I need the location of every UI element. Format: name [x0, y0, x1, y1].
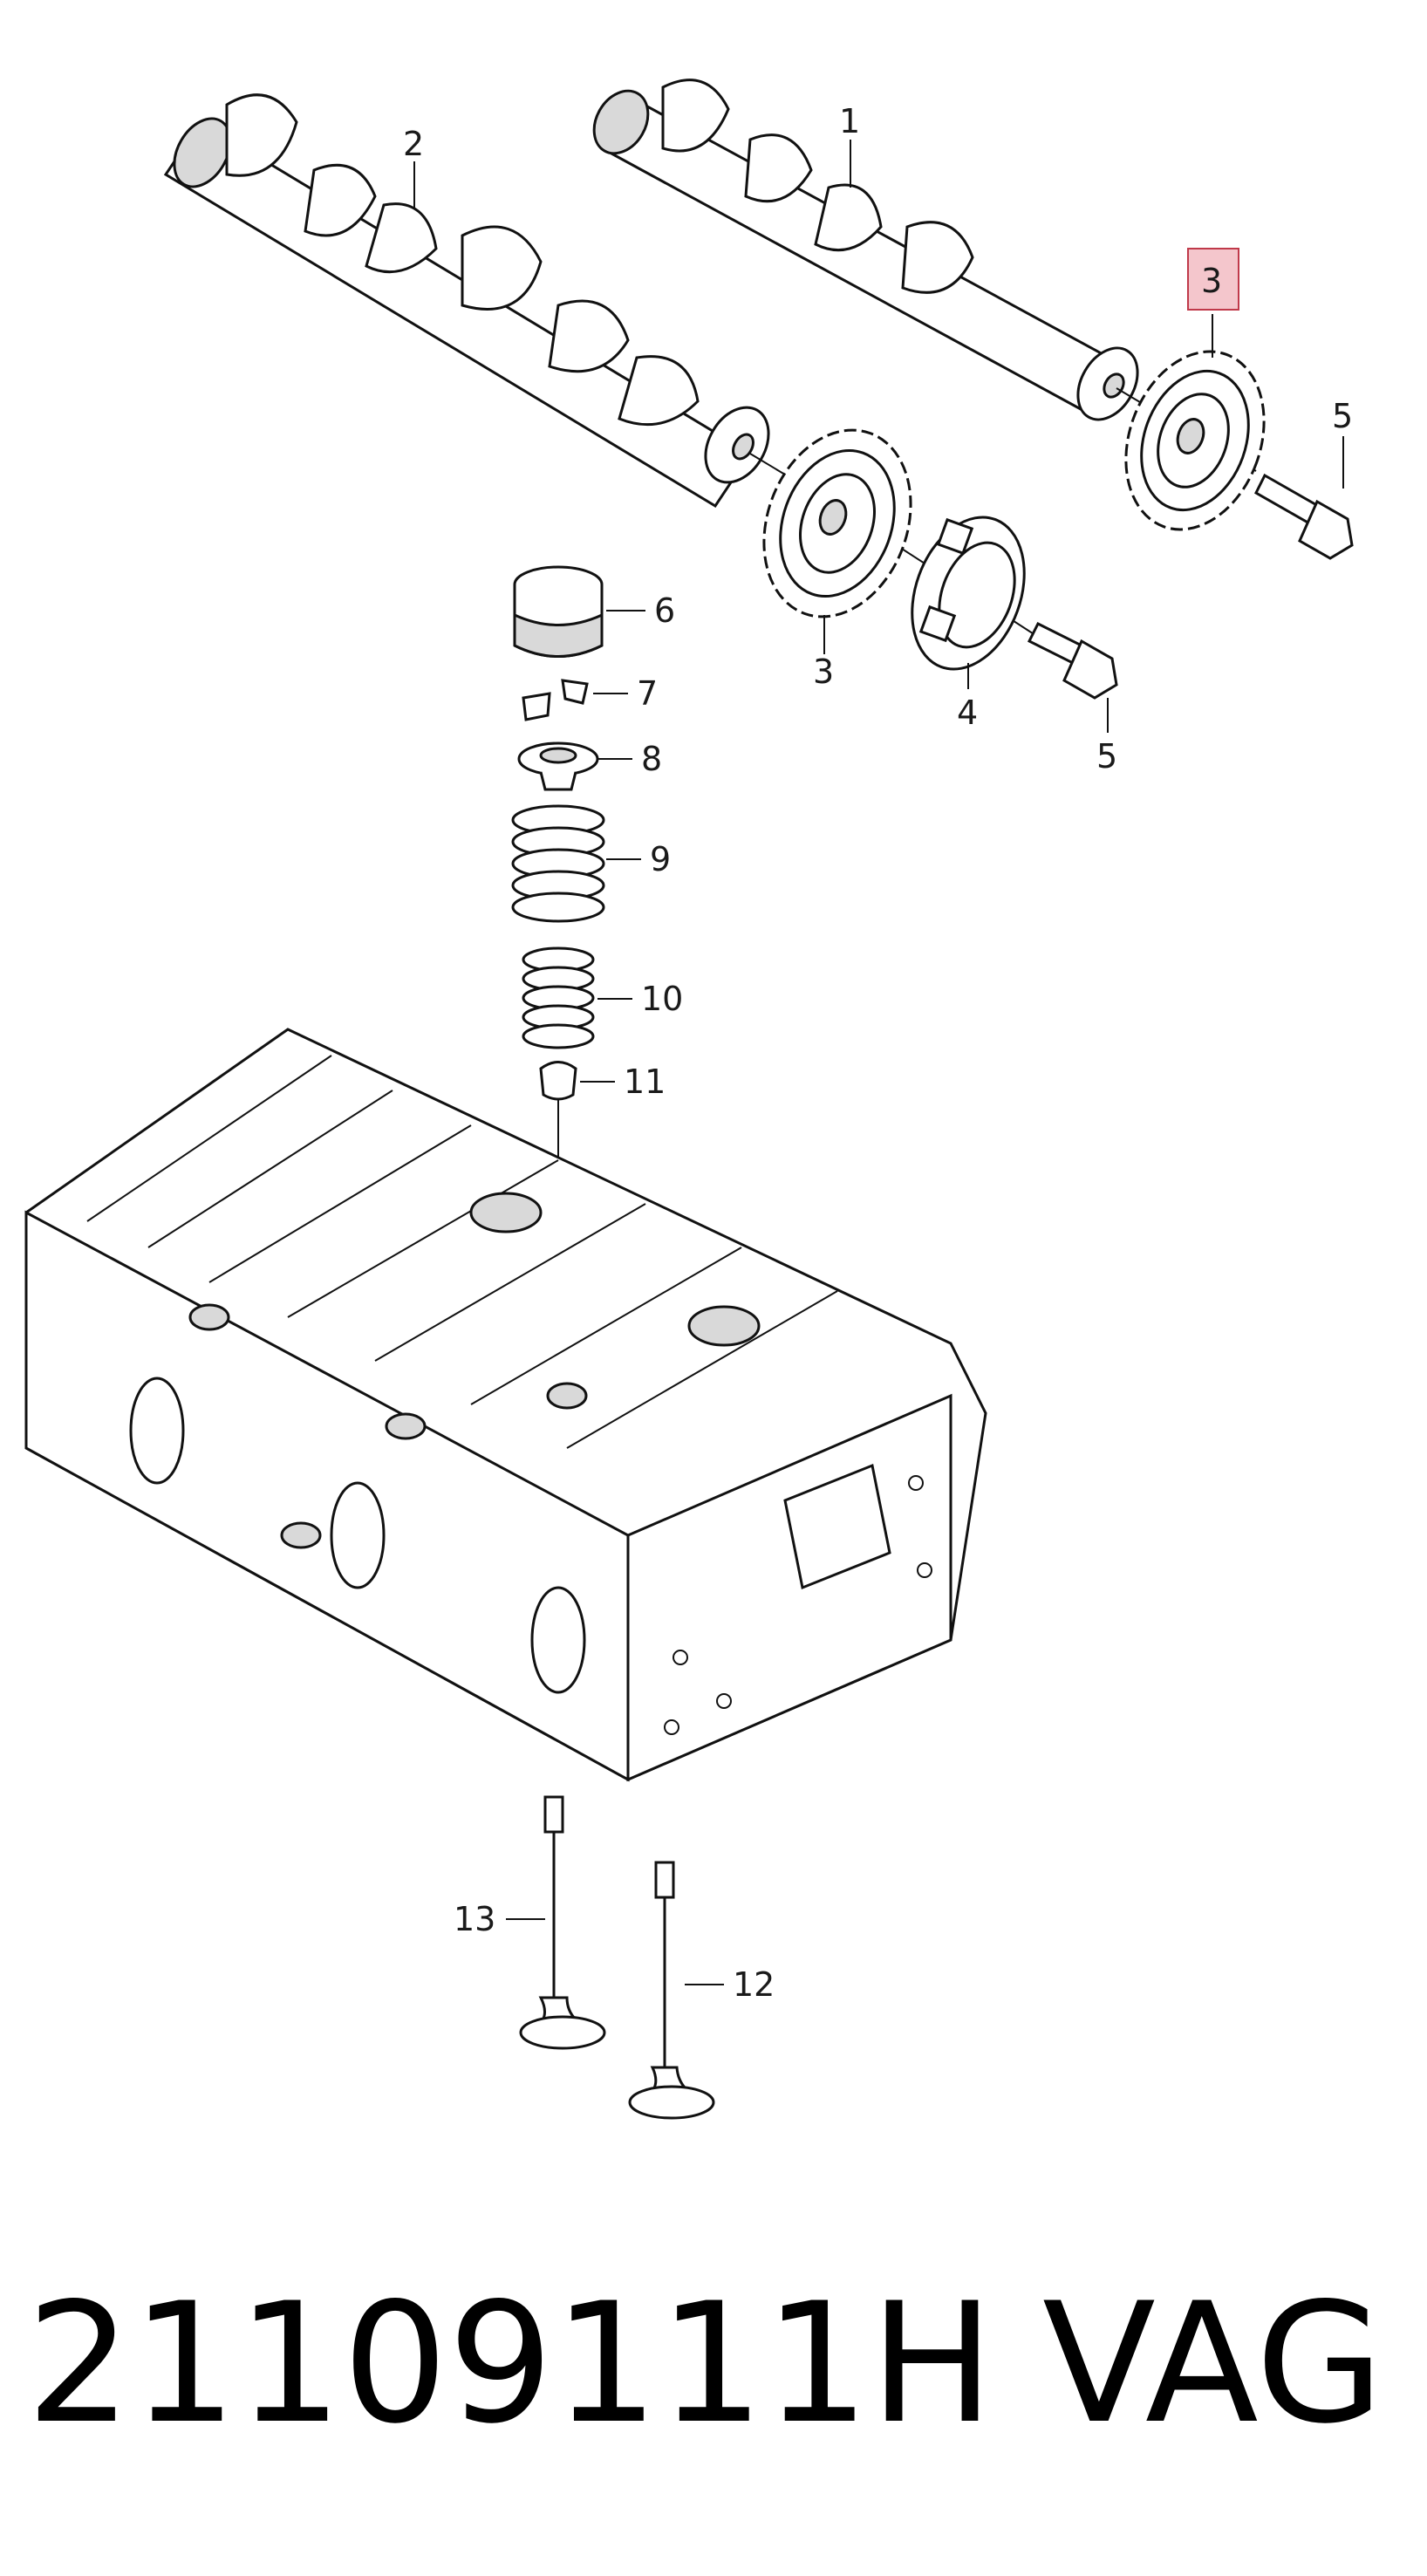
intake-valve-12 [628, 1861, 715, 2120]
callout-3-left: 3 [813, 653, 834, 691]
sprocket-3-left [762, 428, 912, 618]
bolt-5-right [1254, 473, 1354, 560]
sensor-wheel-4 [911, 516, 1026, 671]
exhaust-valve-13 [519, 1795, 606, 2050]
outer-valve-spring-9 [511, 804, 605, 923]
inner-valve-spring-10 [522, 946, 595, 1049]
callout-3-highlighted: 3 [1201, 262, 1222, 300]
callout-12: 12 [733, 1965, 775, 2004]
camshaft-1 [592, 79, 1139, 421]
valve-cotter-7 [522, 679, 589, 721]
callout-6: 6 [654, 591, 675, 630]
callout-11: 11 [624, 1063, 666, 1101]
callout-8: 8 [641, 740, 662, 778]
callout-5-left: 5 [1096, 737, 1117, 776]
cylinder-head [24, 1028, 987, 1782]
callout-9: 9 [650, 840, 671, 878]
brand-name: VAG [1042, 2267, 1384, 2460]
callout-5-right: 5 [1332, 397, 1353, 435]
callout-4: 4 [957, 694, 978, 732]
callout-10: 10 [641, 980, 683, 1018]
callout-13: 13 [454, 1900, 495, 1938]
part-number: 21109111H [26, 2267, 994, 2460]
tappet-6 [513, 565, 604, 658]
leader-lines [413, 140, 1344, 1985]
callout-1: 1 [839, 102, 860, 140]
camshaft-2 [163, 93, 770, 509]
callout-2: 2 [403, 125, 424, 163]
callout-7: 7 [637, 674, 658, 713]
spring-retainer-8 [517, 741, 599, 791]
bolt-5-left [1027, 621, 1118, 700]
valve-stem-seal-11 [539, 1061, 577, 1396]
highlight-box [1187, 248, 1239, 311]
sprocket-3-right [1124, 350, 1266, 531]
